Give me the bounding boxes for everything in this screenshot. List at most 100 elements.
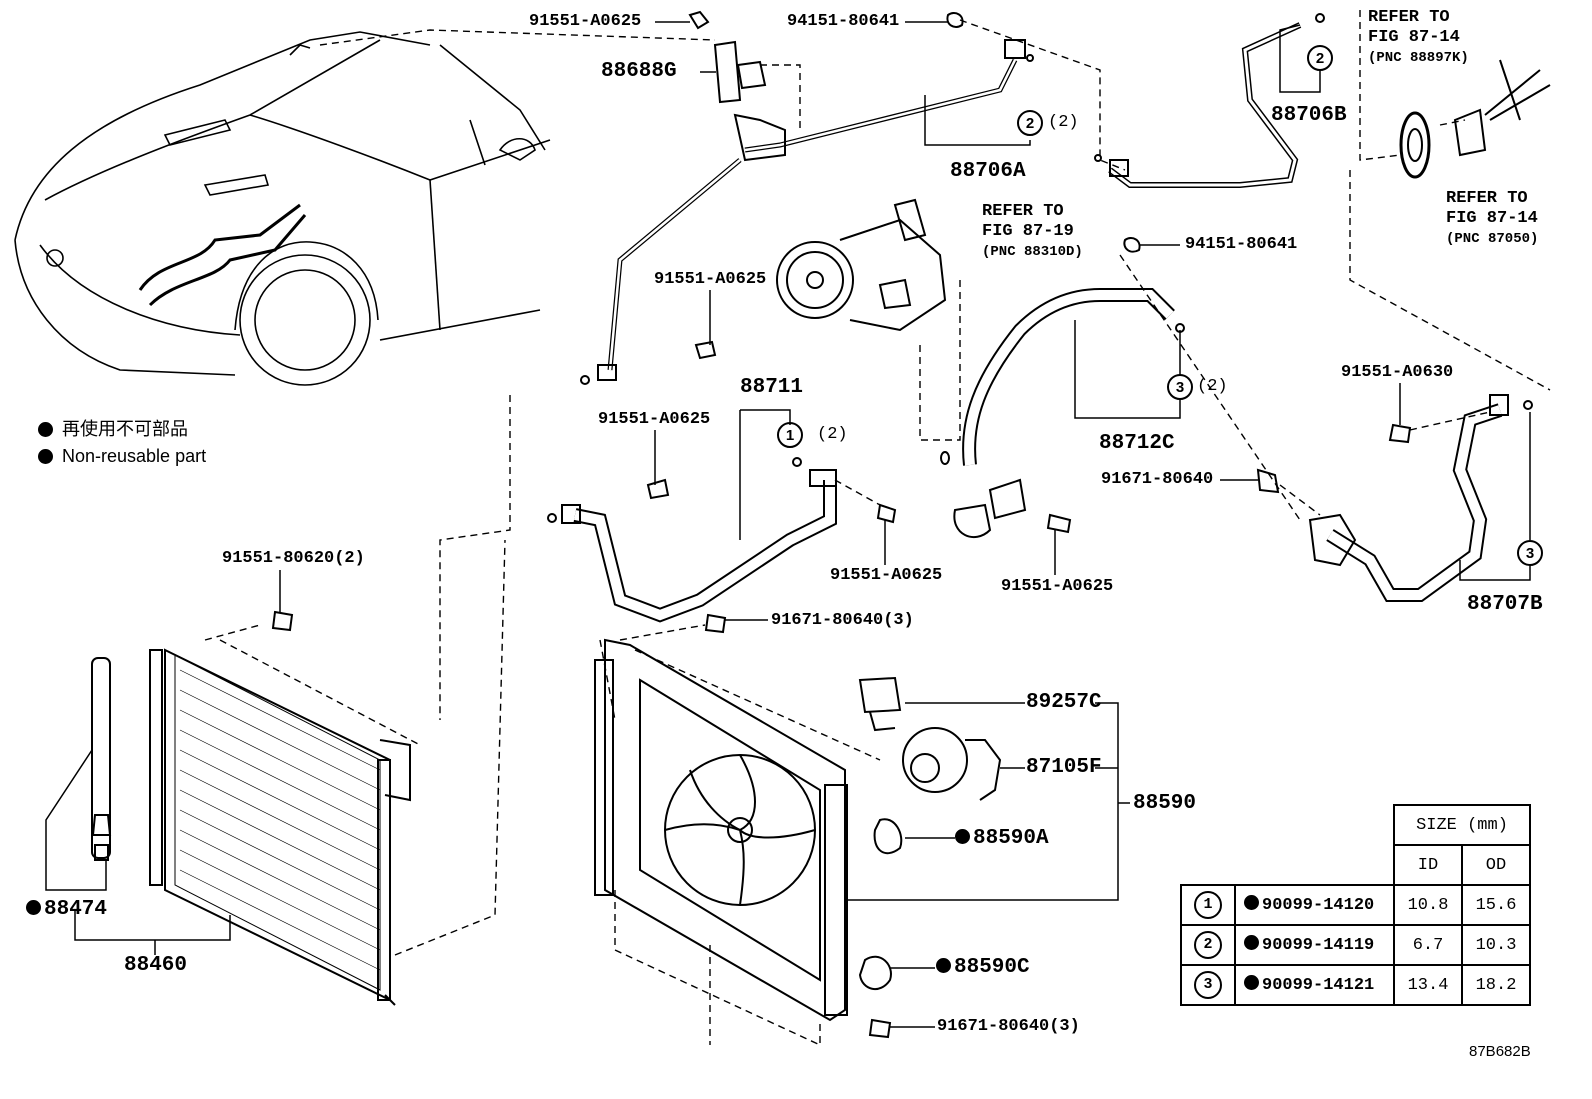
label-91551-A0630: 91551-A0630 [1341,363,1454,382]
legend: 再使用不可部品 Non-reusable part [38,416,206,470]
circle-marker-numbers: 2 2 1 3 3 [786,50,1534,562]
size-table: SIZE (mm) ID OD 1 90099-14120 10.8 15.6 … [1180,804,1531,1006]
ref-c-line1: REFER TO [982,202,1064,221]
ref-b-line1: REFER TO [1446,189,1528,208]
label-88590C: 88590C [936,956,1030,980]
marker-2-b: 2 [1026,115,1034,132]
size-table-subheader-row: ID OD [1181,844,1531,886]
ref-a-line2: FIG 87-14 [1368,28,1460,47]
hose-88711 [547,457,837,623]
ref-a-pnc: (PNC 88897K) [1368,50,1469,66]
label-91551-A0625-top: 91551-A0625 [529,12,642,31]
label-88590: 88590 [1133,792,1197,815]
non-reusable-dot [1244,935,1259,950]
row-id: 13.4 [1393,964,1463,1006]
label-91551-A0625-bolt2: 91551-A0625 [1001,577,1114,596]
label-88706A: 88706A [950,160,1026,183]
hose-88712C-dashed [1119,254,1301,521]
label-leaders [45,21,1531,1028]
ref-c-pnc: (PNC 88310D) [982,244,1083,260]
label-94151-80641-top: 94151-80641 [787,12,900,31]
label-88590C-text: 88590C [954,956,1030,979]
row-id: 6.7 [1393,924,1463,966]
label-91551-A0625-left: 91551-A0625 [598,410,711,429]
seal-88590C [858,955,892,990]
col-id: ID [1393,844,1463,886]
row-od: 18.2 [1461,964,1531,1006]
label-87105F: 87105F [1026,756,1102,779]
label-88474: 88474 [26,898,107,922]
expansion-valve-parts [1399,59,1551,179]
hose-88711-dashed [834,479,881,506]
resistor-89257C [858,676,902,732]
marker-2-a: 2 [1316,50,1324,67]
diagram-code: 87B682B [1469,1043,1531,1060]
label-91671-80640-bot3: 91671-80640(3) [937,1017,1080,1036]
ref-fig-87-19: REFER TO FIG 87-19 (PNC 88310D) [982,202,1083,262]
col-od: OD [1461,844,1531,886]
label-91551-A0625-bolt: 91551-A0625 [830,566,943,585]
label-91671-80640: 91671-80640 [1101,470,1214,489]
marker-3-a: 3 [1176,379,1184,396]
ref-fig-87-14-a: REFER TO FIG 87-14 (PNC 88897K) [1368,8,1469,68]
non-reusable-dot [936,958,951,973]
row-id: 10.8 [1393,884,1463,926]
non-reusable-dot [26,900,41,915]
circle-markers [777,45,1543,566]
label-91551-80620: 91551-80620(2) [222,549,365,568]
label-88711: 88711 [740,376,804,399]
legend-item-jp: 再使用不可部品 [38,416,206,443]
ref-b-line2: FIG 87-14 [1446,209,1538,228]
label-88706A-qty: (2) [1048,113,1079,132]
bracket-88688G [713,40,767,104]
compressor-leader [919,280,961,441]
compressor [776,198,947,332]
valve-dashed-lines [1349,10,1551,391]
label-88707B: 88707B [1467,593,1543,616]
seal-88590A [873,818,903,855]
label-88590A: 88590A [955,827,1049,851]
pipe-88707B [1308,394,1533,602]
condenser-dashed [204,539,506,956]
row-od: 10.3 [1461,924,1531,966]
legend-text-en: Non-reusable part [62,446,207,466]
hose-88712C [940,288,1185,539]
label-89257C: 89257C [1026,691,1102,714]
car-illustration [14,31,551,386]
non-reusable-dot [1244,975,1259,990]
size-table-header-row: SIZE (mm) [1181,804,1531,846]
non-reusable-dot [955,829,970,844]
label-88711-qty: (2) [817,425,848,444]
label-88712C-qty: (2) [1197,377,1228,396]
non-reusable-dot [1244,895,1259,910]
condenser-88460 [149,648,411,1006]
ref-a-line1: REFER TO [1368,8,1450,27]
marker-1: 1 [786,427,794,444]
connector-lines-top [760,19,1126,171]
bolts [271,10,1412,1039]
row-part: 90099-14120 [1262,896,1375,915]
label-88712C: 88712C [1099,432,1175,455]
fan-motor-87105F [902,727,1002,801]
row-part: 90099-14121 [1262,976,1375,995]
label-88706B: 88706B [1271,104,1347,127]
label-91671-80640-top3: 91671-80640(3) [771,611,914,630]
fan-shroud-88590 [594,638,848,1022]
row-part: 90099-14119 [1262,936,1375,955]
size-header: SIZE (mm) [1393,804,1531,846]
legend-dot [38,449,53,464]
table-row: 2 90099-14119 6.7 10.3 [1180,924,1531,966]
label-88688G: 88688G [601,60,677,83]
label-91551-A0625-mid: 91551-A0625 [654,270,767,289]
ref-c-line2: FIG 87-19 [982,222,1074,241]
row-od: 15.6 [1461,884,1531,926]
table-row: 3 90099-14121 13.4 18.2 [1180,964,1531,1006]
legend-item-en: Non-reusable part [38,443,206,470]
label-88474-text: 88474 [44,898,108,921]
label-88460: 88460 [124,954,188,977]
receiver-88474 [91,657,112,861]
row-ref: 1 [1194,891,1222,919]
legend-dot [38,422,53,437]
legend-text-jp: 再使用不可部品 [62,419,188,439]
